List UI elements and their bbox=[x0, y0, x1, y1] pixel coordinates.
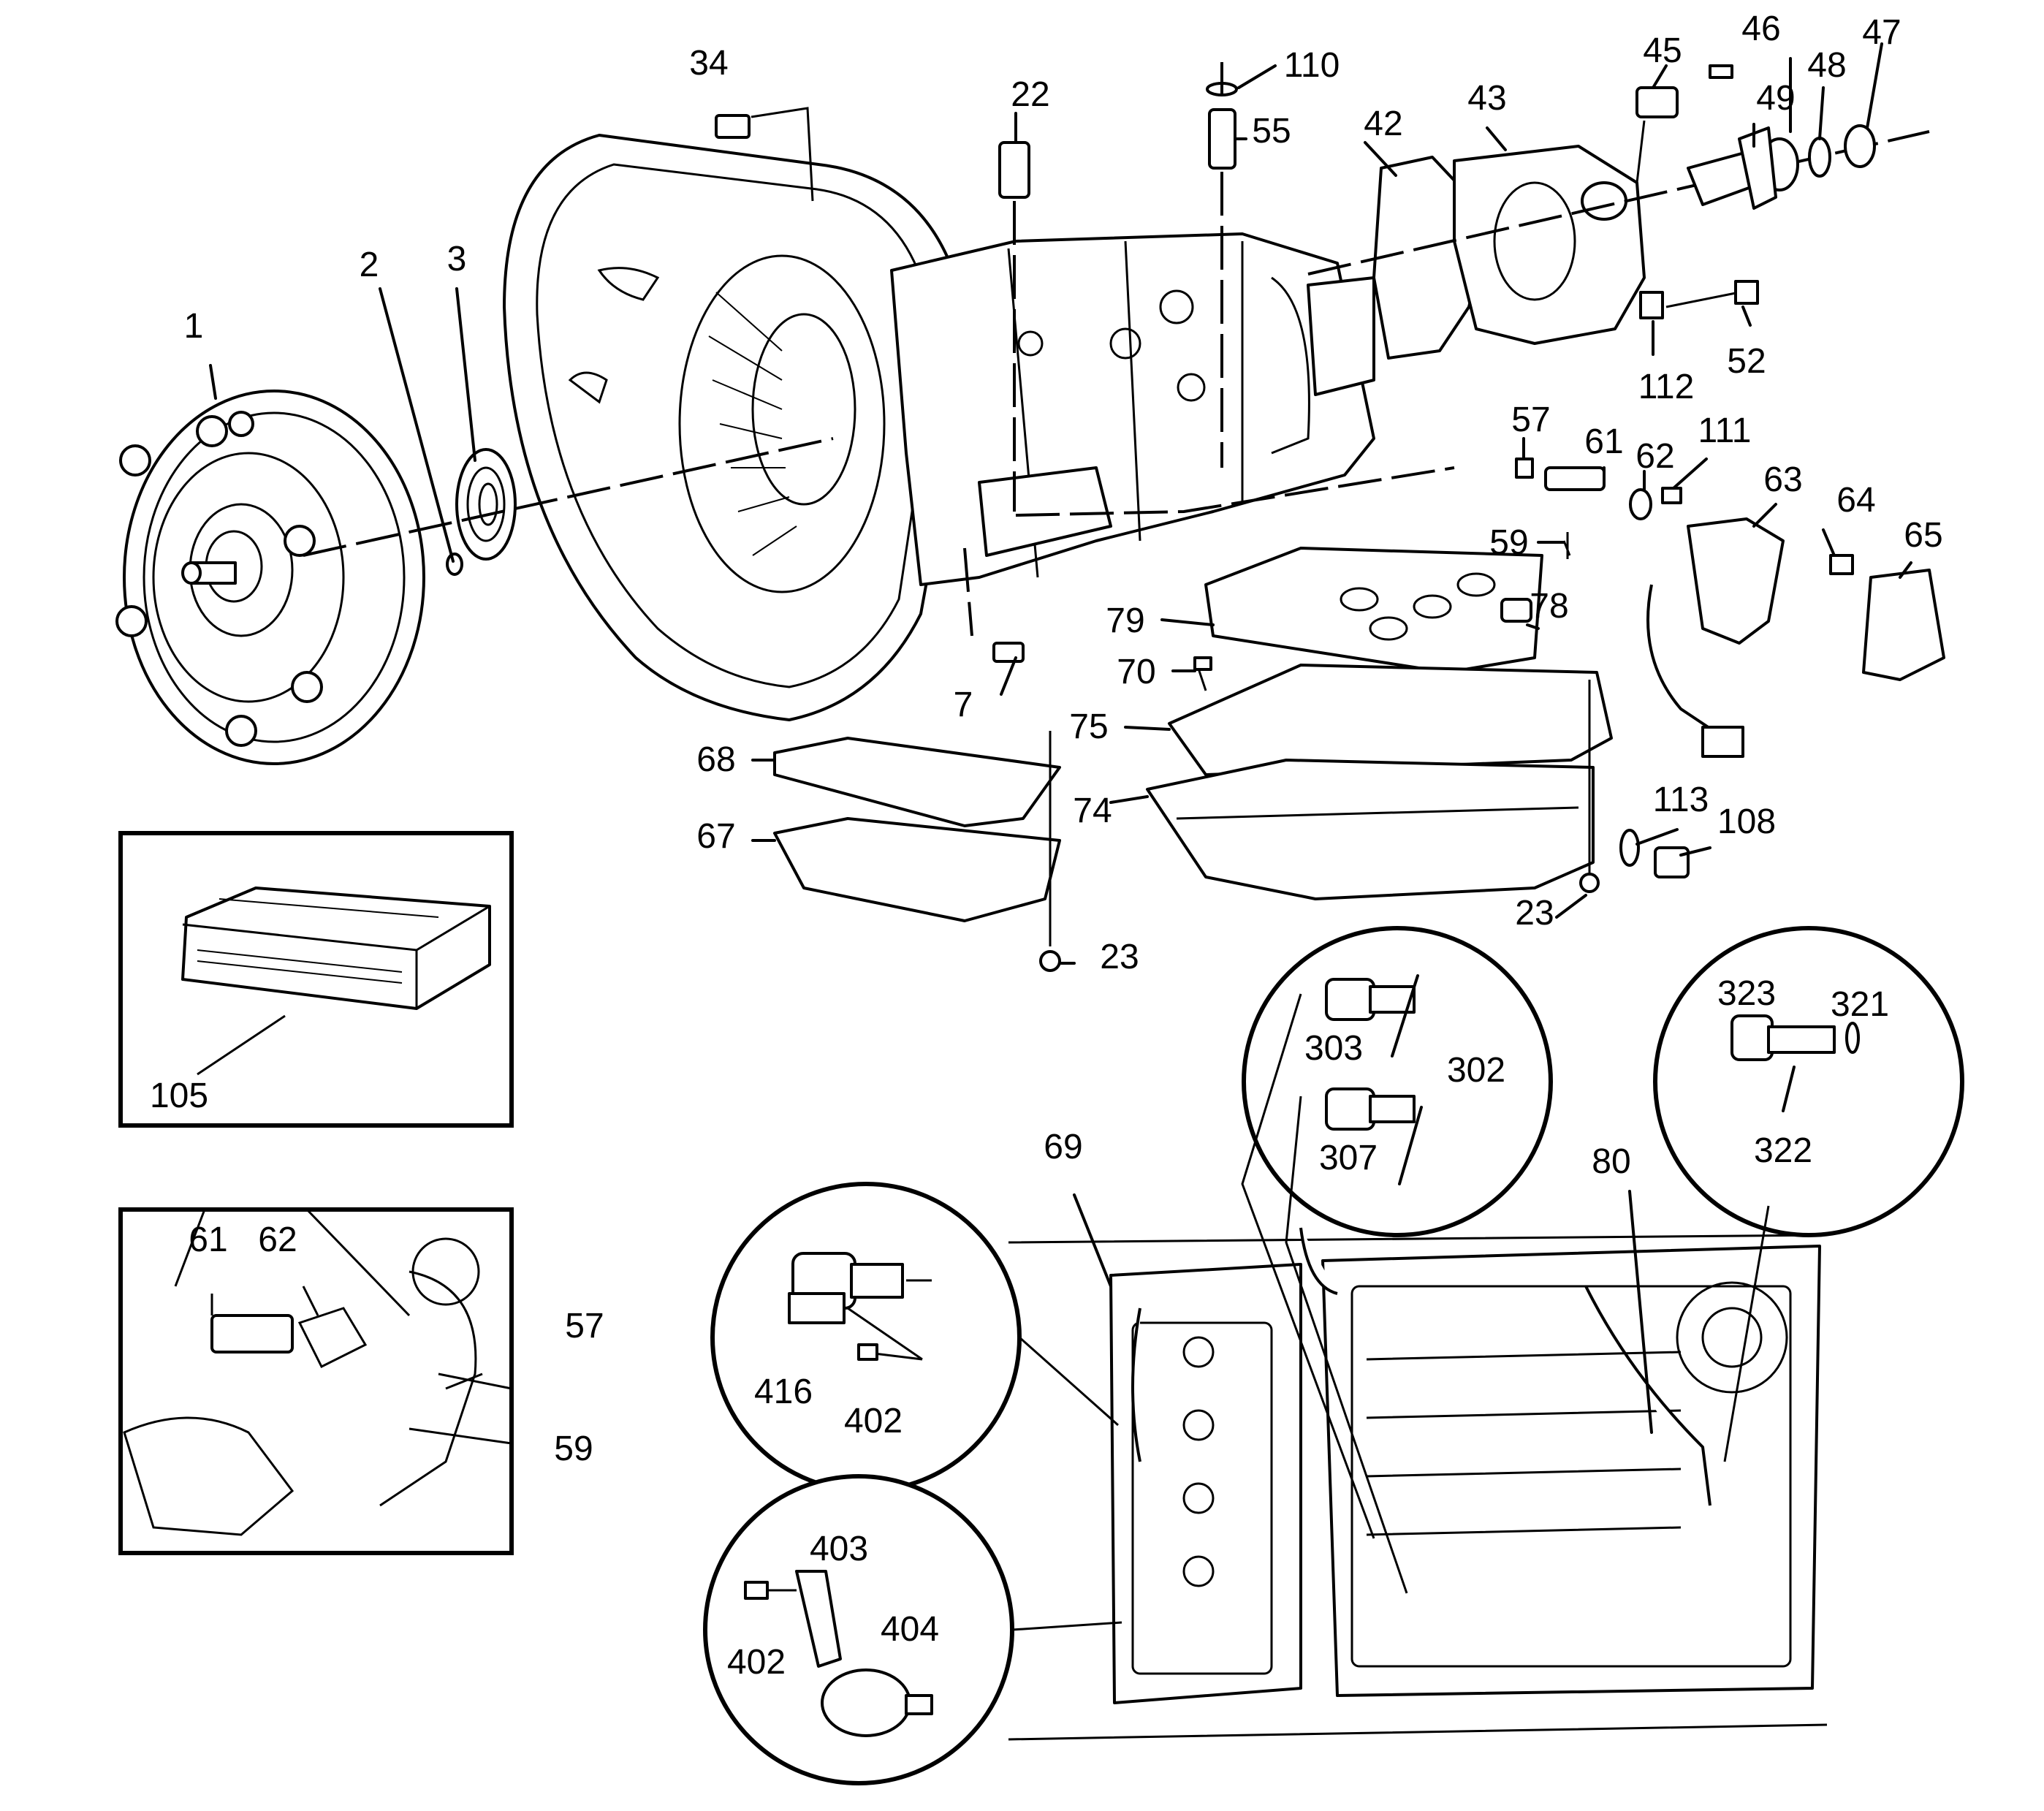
washer-113 bbox=[1619, 829, 1640, 867]
callout-323: 323 bbox=[1717, 974, 1776, 1013]
callout-34: 34 bbox=[689, 44, 728, 83]
speed-sensor-45 bbox=[1635, 86, 1679, 183]
callout-48: 48 bbox=[1807, 46, 1846, 85]
callout-42: 42 bbox=[1364, 105, 1402, 143]
inset-callout-62: 62 bbox=[258, 1220, 297, 1259]
callout-59: 59 bbox=[1489, 523, 1528, 562]
callout-113: 113 bbox=[1653, 781, 1709, 819]
bolt-46 bbox=[1709, 64, 1733, 79]
callout-79: 79 bbox=[1106, 601, 1144, 640]
callout-416: 416 bbox=[754, 1373, 813, 1411]
callout-49: 49 bbox=[1756, 79, 1795, 118]
callout-403: 403 bbox=[810, 1530, 868, 1568]
seal-2 bbox=[446, 553, 463, 576]
callout-63: 63 bbox=[1763, 460, 1802, 499]
callout-64: 64 bbox=[1836, 481, 1875, 520]
gasket-68 bbox=[773, 737, 1061, 827]
callout-7: 7 bbox=[954, 686, 973, 724]
connector-55 bbox=[1206, 62, 1238, 468]
callout-112: 112 bbox=[1638, 368, 1695, 406]
inset-sensor-install bbox=[118, 1207, 514, 1555]
plug-108 bbox=[1654, 846, 1690, 878]
range-sensor-harness bbox=[1515, 458, 1945, 758]
callout-69: 69 bbox=[1044, 1128, 1082, 1166]
callout-45: 45 bbox=[1643, 31, 1682, 70]
callout-111: 111 bbox=[1698, 411, 1752, 450]
callout-321: 321 bbox=[1831, 985, 1889, 1024]
valve-body bbox=[1008, 1227, 1828, 1741]
bolt-52 bbox=[1665, 280, 1759, 308]
callout-52: 52 bbox=[1727, 342, 1766, 381]
callout-67: 67 bbox=[696, 817, 735, 856]
callout-55: 55 bbox=[1252, 112, 1291, 151]
callout-302: 302 bbox=[1447, 1051, 1505, 1090]
pan-74 bbox=[1146, 759, 1595, 900]
callout-402-bottom: 402 bbox=[727, 1643, 786, 1682]
seal-48 bbox=[1808, 137, 1831, 178]
callout-43: 43 bbox=[1467, 79, 1506, 118]
leader-lines bbox=[209, 42, 1912, 1434]
callout-70: 70 bbox=[1117, 653, 1155, 691]
callout-23-left: 23 bbox=[1100, 938, 1139, 976]
nut-47 bbox=[1844, 124, 1876, 168]
callout-3: 3 bbox=[447, 240, 467, 278]
bolt-23-right bbox=[1579, 680, 1600, 893]
inset-callout-57: 57 bbox=[565, 1307, 604, 1345]
bolt-70 bbox=[1193, 656, 1212, 691]
callout-65: 65 bbox=[1904, 516, 1942, 555]
callout-74: 74 bbox=[1073, 791, 1112, 830]
vent-34 bbox=[715, 107, 814, 202]
torque-converter bbox=[115, 390, 425, 765]
gasket-75 bbox=[1168, 664, 1613, 776]
pump-seal-3 bbox=[455, 448, 517, 561]
callout-1: 1 bbox=[184, 307, 204, 346]
pan-67 bbox=[773, 817, 1061, 922]
callout-68: 68 bbox=[696, 740, 735, 779]
callout-307: 307 bbox=[1319, 1139, 1378, 1177]
filter-79 bbox=[1204, 547, 1543, 674]
callout-110: 110 bbox=[1284, 46, 1340, 85]
magnet-78 bbox=[1500, 598, 1532, 623]
callout-322: 322 bbox=[1754, 1131, 1812, 1170]
callout-404: 404 bbox=[881, 1610, 939, 1649]
detail-circle-303-307 bbox=[1241, 926, 1553, 1594]
inset-callout-59: 59 bbox=[554, 1430, 593, 1468]
callout-108: 108 bbox=[1717, 802, 1776, 841]
callout-57: 57 bbox=[1511, 400, 1550, 439]
callout-labels: 1 2 3 34 22 110 55 42 43 45 46 47 48 49 … bbox=[150, 10, 1943, 1682]
bellhousing bbox=[503, 134, 951, 721]
callout-62: 62 bbox=[1635, 437, 1674, 476]
transmission-case bbox=[890, 232, 1375, 586]
callout-75: 75 bbox=[1069, 707, 1108, 746]
callout-105: 105 bbox=[150, 1077, 208, 1115]
callout-78: 78 bbox=[1530, 587, 1568, 626]
inset-callout-61: 61 bbox=[189, 1220, 227, 1259]
extension-housing-43 bbox=[1453, 145, 1646, 345]
yoke-49 bbox=[1687, 126, 1799, 210]
callout-23-right: 23 bbox=[1515, 894, 1554, 933]
callout-303: 303 bbox=[1304, 1029, 1363, 1068]
callout-46: 46 bbox=[1741, 10, 1780, 48]
callout-22: 22 bbox=[1011, 75, 1049, 114]
detail-circle-321-323 bbox=[1653, 926, 1964, 1462]
detail-circle-416-402 bbox=[710, 1182, 1119, 1493]
callout-47: 47 bbox=[1862, 13, 1901, 52]
detail-circle-403-404 bbox=[703, 1474, 1122, 1785]
inset-control-module bbox=[118, 831, 514, 1128]
bracket-112 bbox=[1639, 291, 1664, 319]
bolt-23-left bbox=[1039, 731, 1061, 972]
callout-61: 61 bbox=[1584, 422, 1623, 461]
callout-2: 2 bbox=[360, 246, 379, 284]
callout-402-top: 402 bbox=[844, 1402, 903, 1440]
callout-80: 80 bbox=[1592, 1142, 1630, 1181]
